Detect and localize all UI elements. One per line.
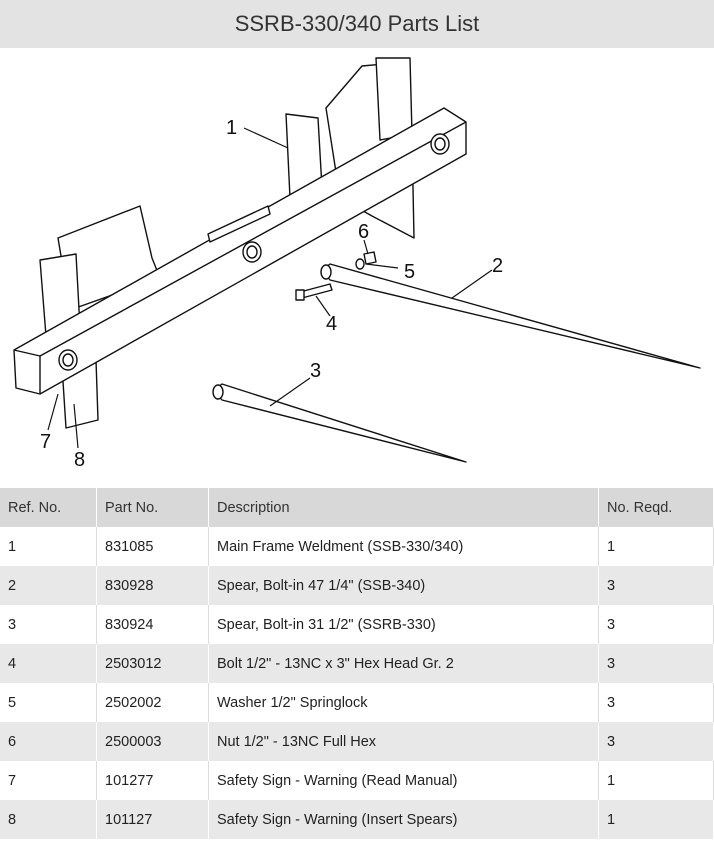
right-upright-post xyxy=(375,57,413,141)
qty-cell: 1 xyxy=(598,800,714,839)
description-cell: Nut 1/2" - 13NC Full Hex xyxy=(208,722,599,761)
ref-no-cell: 1 xyxy=(0,527,97,566)
ref-no-cell: 7 xyxy=(0,761,97,800)
ref-no-cell: 3 xyxy=(0,605,97,644)
part-no-cell: 2500003 xyxy=(96,722,209,761)
description-cell: Main Frame Weldment (SSB-330/340) xyxy=(208,527,599,566)
callout-2: 2 xyxy=(492,255,503,277)
header-part-no: Part No. xyxy=(96,488,209,527)
ref-no-cell: 8 xyxy=(0,800,97,839)
callout-7: 7 xyxy=(40,431,51,453)
decal-strip xyxy=(207,205,271,243)
qty-cell: 1 xyxy=(598,527,714,566)
parts-table: Ref. No. Part No. Description No. Reqd. … xyxy=(0,488,714,839)
bolt xyxy=(299,283,333,299)
table-header-row: Ref. No. Part No. Description No. Reqd. xyxy=(0,488,714,527)
nut xyxy=(363,251,377,265)
part-no-cell: 830928 xyxy=(96,566,209,605)
description-cell: Washer 1/2" Springlock xyxy=(208,683,599,722)
qty-cell: 1 xyxy=(598,761,714,800)
callout-3: 3 xyxy=(310,360,321,382)
washer xyxy=(355,258,365,270)
qty-cell: 3 xyxy=(598,644,714,683)
part-no-cell: 830924 xyxy=(96,605,209,644)
callout-4: 4 xyxy=(326,313,337,335)
header-description: Description xyxy=(208,488,599,527)
header-no-reqd: No. Reqd. xyxy=(598,488,714,527)
qty-cell: 3 xyxy=(598,683,714,722)
part-no-cell: 101277 xyxy=(96,761,209,800)
main-beam xyxy=(13,107,467,395)
callout-1: 1 xyxy=(226,117,237,139)
qty-cell: 3 xyxy=(598,605,714,644)
parts-diagram: 1 2 3 4 5 6 7 8 xyxy=(13,57,701,471)
description-cell: Safety Sign - Warning (Insert Spears) xyxy=(208,800,599,839)
part-no-cell: 101127 xyxy=(96,800,209,839)
description-cell: Spear, Bolt-in 31 1/2" (SSRB-330) xyxy=(208,605,599,644)
part-no-cell: 2503012 xyxy=(96,644,209,683)
spear-short xyxy=(213,383,467,463)
callout-6: 6 xyxy=(358,221,369,243)
ref-no-cell: 2 xyxy=(0,566,97,605)
header-ref-no: Ref. No. xyxy=(0,488,97,527)
qty-cell: 3 xyxy=(598,566,714,605)
ref-no-cell: 5 xyxy=(0,683,97,722)
description-cell: Bolt 1/2" - 13NC x 3" Hex Head Gr. 2 xyxy=(208,644,599,683)
description-cell: Spear, Bolt-in 47 1/4" (SSB-340) xyxy=(208,566,599,605)
ref-no-cell: 4 xyxy=(0,644,97,683)
part-no-cell: 831085 xyxy=(96,527,209,566)
qty-cell: 3 xyxy=(598,722,714,761)
description-cell: Safety Sign - Warning (Read Manual) xyxy=(208,761,599,800)
title-bar: SSRB-330/340 Parts List xyxy=(0,0,714,48)
page-title: SSRB-330/340 Parts List xyxy=(234,11,480,36)
spear-long xyxy=(321,263,701,369)
part-no-cell: 2502002 xyxy=(96,683,209,722)
ref-no-cell: 6 xyxy=(0,722,97,761)
callout-5: 5 xyxy=(404,261,415,283)
callout-8: 8 xyxy=(74,449,85,471)
